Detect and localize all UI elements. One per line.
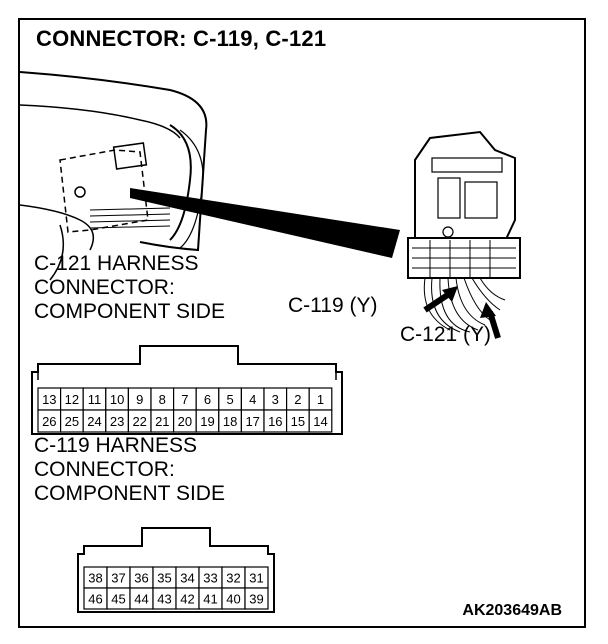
c121-pin-17: 17	[245, 414, 259, 429]
c119-pin-35: 35	[157, 571, 171, 586]
c121-pin-7: 7	[181, 392, 188, 407]
c121-pin-16: 16	[268, 414, 282, 429]
c121-pin-11: 11	[88, 392, 102, 407]
c119-pin-36: 36	[134, 571, 148, 586]
c121-pin-3: 3	[272, 392, 279, 407]
c119-pin-43: 43	[157, 592, 171, 607]
c119-heading-line-3: COMPONENT SIDE	[34, 482, 225, 505]
c121-pin-19: 19	[200, 414, 214, 429]
c121-pin-5: 5	[226, 392, 233, 407]
figure-code: AK203649AB	[462, 602, 562, 619]
c121-pin-14: 14	[313, 414, 327, 429]
c121-pin-26: 26	[42, 414, 56, 429]
c121-pin-1: 1	[317, 392, 324, 407]
c119-pin-42: 42	[180, 592, 194, 607]
c121-pin-15: 15	[291, 414, 305, 429]
c121-pin-10: 10	[110, 392, 124, 407]
c119-pin-45: 45	[111, 592, 125, 607]
c121-pin-cell	[308, 409, 333, 433]
c119-pin-39: 39	[249, 592, 263, 607]
c121-pin-20: 20	[178, 414, 192, 429]
c121-pin-12: 12	[65, 392, 79, 407]
c121-pin-13: 13	[42, 392, 56, 407]
c119-pin-31: 31	[249, 571, 263, 586]
c121-pin-18: 18	[223, 414, 237, 429]
c119-pin-46: 46	[88, 592, 102, 607]
c121-heading-line-1: C-121 HARNESS	[34, 252, 199, 275]
c121-pin-8: 8	[159, 392, 166, 407]
c119-pin-41: 41	[203, 592, 217, 607]
c121-pin-6: 6	[204, 392, 211, 407]
c119-pin-38: 38	[88, 571, 102, 586]
c119-pin-cell	[244, 587, 269, 610]
label-c121-y: C-121 (Y)	[400, 323, 492, 346]
c119-pin-33: 33	[203, 571, 217, 586]
c119-heading-line-1: C-119 HARNESS	[34, 434, 197, 457]
c121-pin-25: 25	[65, 414, 79, 429]
c121-pin-24: 24	[87, 414, 101, 429]
c119-pin-34: 34	[180, 571, 194, 586]
c119-pin-37: 37	[111, 571, 125, 586]
c119-pin-grid: 38 37 36 35 34 33 32 31 46 45 44 43 42 41 40 39	[83, 566, 269, 610]
c121-pin-21: 21	[155, 414, 169, 429]
c119-heading-line-2: CONNECTOR:	[34, 458, 175, 481]
c121-pin-9: 9	[136, 392, 143, 407]
label-c119-y: C-119 (Y)	[288, 294, 378, 317]
c121-pin-2: 2	[294, 392, 301, 407]
c121-pin-22: 22	[132, 414, 146, 429]
c121-heading-line-3: COMPONENT SIDE	[34, 300, 225, 323]
c121-pin-23: 23	[110, 414, 124, 429]
c119-pin-40: 40	[226, 592, 240, 607]
page-title: CONNECTOR: C-119, C-121	[36, 26, 327, 51]
ecu-module-drawing	[407, 130, 521, 339]
c121-pin-4: 4	[249, 392, 256, 407]
c121-heading-line-2: CONNECTOR:	[34, 276, 175, 299]
diagram-frame: CONNECTOR: C-119, C-121	[18, 18, 586, 628]
c119-pin-44: 44	[134, 592, 148, 607]
c119-pin-32: 32	[226, 571, 240, 586]
